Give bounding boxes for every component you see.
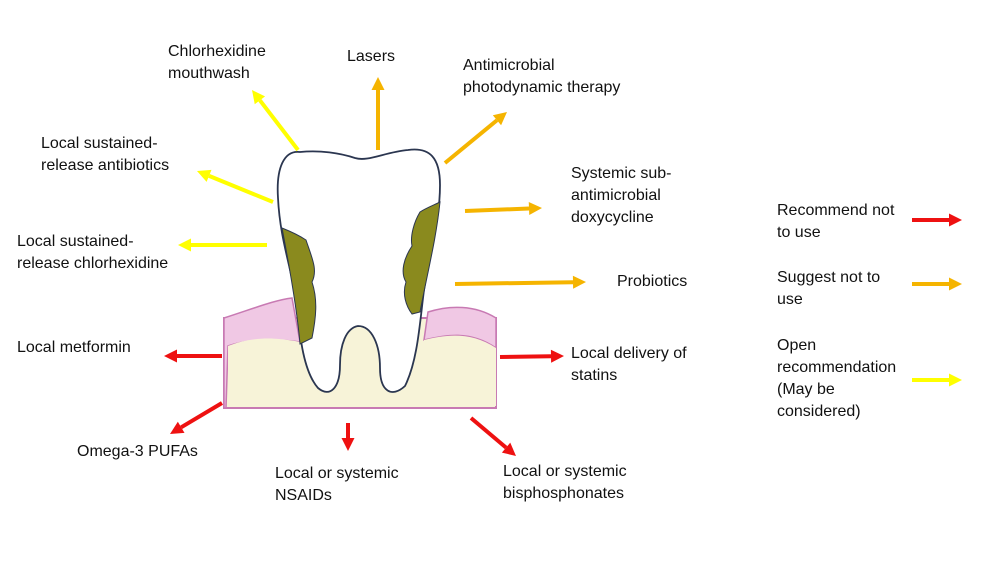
treatment-arrows (164, 77, 586, 456)
legend-recommend_not_to_use-arrow (912, 213, 962, 227)
antimicrobial-photodynamic-therapy-arrow (443, 112, 507, 165)
treatment-label: Omega-3 PUFAs (77, 443, 198, 460)
probiotics-arrow (454, 275, 586, 289)
lasers-arrow (371, 77, 385, 150)
treatment-label: Local sustained-release antibiotics (41, 135, 170, 174)
systemic-sub-antimicrobial-doxycycline-arrow (464, 202, 542, 216)
legend-arrows (912, 213, 962, 387)
local-delivery-of-statins-arrow (499, 349, 564, 363)
legend-open_recommendation-arrow (912, 373, 962, 387)
local-or-systemic-nsaids-arrow (341, 423, 355, 451)
tooth-illustration (223, 148, 497, 409)
local-sustained-release-chlorhexidine-arrow (178, 238, 267, 252)
local-or-systemic-bisphosphonates-arrow (469, 416, 516, 456)
treatment-label: Probiotics (617, 273, 688, 290)
treatment-label: Local sustained-release chlorhexidine (17, 233, 169, 272)
omega-3-pufas-arrow (170, 401, 224, 434)
bone-crest (228, 335, 496, 406)
legend-suggest_not_to_use-arrow (912, 277, 962, 291)
calculus-deposit (281, 227, 317, 345)
local-sustained-release-antibiotics-arrow (197, 169, 274, 204)
treatment-label: Local metformin (17, 339, 131, 356)
calculus-deposit (402, 201, 441, 315)
local-metformin-arrow (164, 349, 222, 363)
treatment-label: Lasers (347, 48, 396, 65)
chlorhexidine-mouthwash-arrow (252, 90, 300, 152)
